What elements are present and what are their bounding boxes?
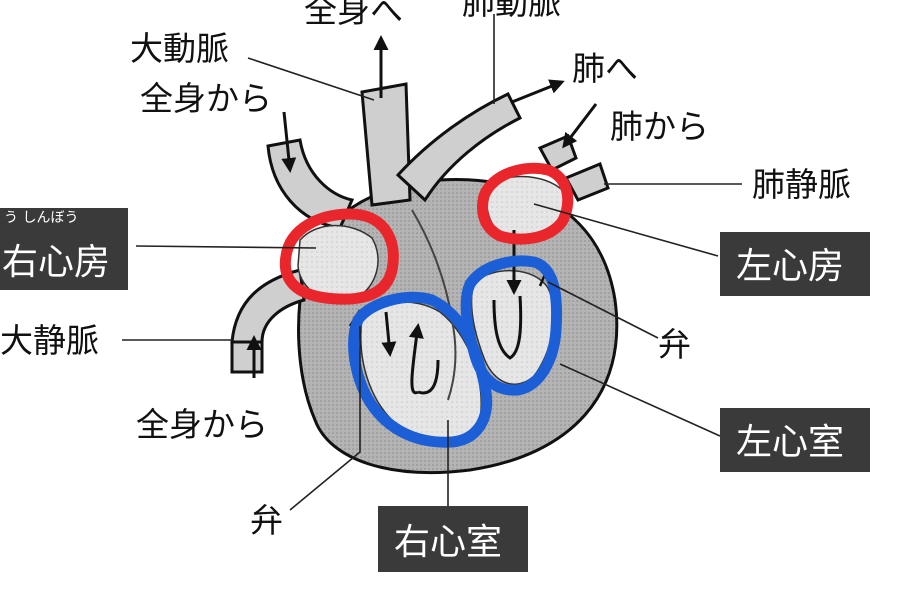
label-left-ventricle: 左心室	[736, 422, 844, 463]
right-atrium-label-box: う しんぼう 右心房	[0, 208, 128, 290]
label-to-lungs: 肺へ	[572, 49, 638, 88]
label-pulmonary-artery: 肺動脈	[462, 0, 561, 22]
label-aorta: 大動脈	[130, 29, 229, 68]
arrow-from-lungs	[562, 103, 598, 149]
leader-left-atrium	[533, 203, 719, 257]
label-left-atrium: 左心房	[736, 246, 844, 287]
label-valve-left: 弁	[250, 501, 283, 540]
label-to-body-top: 全身へ	[304, 0, 403, 30]
label-valve-right: 弁	[658, 325, 691, 364]
chamber-markers	[279, 162, 574, 448]
left-ventricle-marker	[460, 255, 563, 396]
leader-aorta	[247, 57, 375, 101]
arrow-right-atrium-down	[381, 311, 397, 357]
inferior-vena-cava-tube	[230, 340, 264, 374]
arrow-right-ventricle-loop	[417, 359, 440, 395]
label-right-atrium: 右心房	[2, 242, 110, 283]
leader-valve-right	[547, 281, 659, 339]
right-ventricle-marker	[348, 291, 493, 448]
arrow-from-body-top	[281, 111, 297, 173]
label-pulmonary-vein: 肺静脈	[752, 165, 851, 204]
leader-right-atrium	[135, 245, 317, 249]
label-from-body-top: 全身から	[140, 79, 272, 118]
left-atrium-label-box: 左心房	[720, 232, 870, 296]
arrow-right-ventricle-up	[408, 323, 424, 395]
boxed-labels: う しんぼう 右心房 左心房 左心室 右心室	[0, 208, 870, 572]
right-atrium-marker	[279, 208, 399, 305]
leader-valve-left	[289, 326, 361, 511]
label-from-lungs: 肺から	[610, 107, 709, 146]
pulmonary-artery	[395, 92, 523, 203]
arrow-to-lungs	[511, 79, 565, 104]
right-ventricle-label-box: 右心室	[378, 506, 528, 572]
leader-left-ventricle	[559, 363, 721, 437]
pulmonary-vein-lower	[563, 162, 610, 202]
label-vena-cava: 大静脈	[0, 321, 99, 360]
left-atrium-marker	[477, 162, 574, 245]
heart-illustration	[230, 82, 619, 474]
arrow-left-ventricle-loop	[492, 295, 523, 360]
flow-arrows	[246, 35, 598, 395]
label-from-body-bottom: 全身から	[136, 405, 268, 444]
leader-lines	[122, 14, 742, 511]
label-right-ventricle: 右心室	[394, 522, 502, 563]
left-ventricle-label-box: 左心室	[720, 408, 870, 472]
aorta	[360, 82, 412, 207]
plain-labels: 全身へ 肺動脈 大動脈 肺へ 全身から 肺から 肺静脈 大静脈 弁 全身から 弁	[0, 0, 851, 540]
right-atrium-ruby: う しんぼう	[4, 210, 78, 226]
